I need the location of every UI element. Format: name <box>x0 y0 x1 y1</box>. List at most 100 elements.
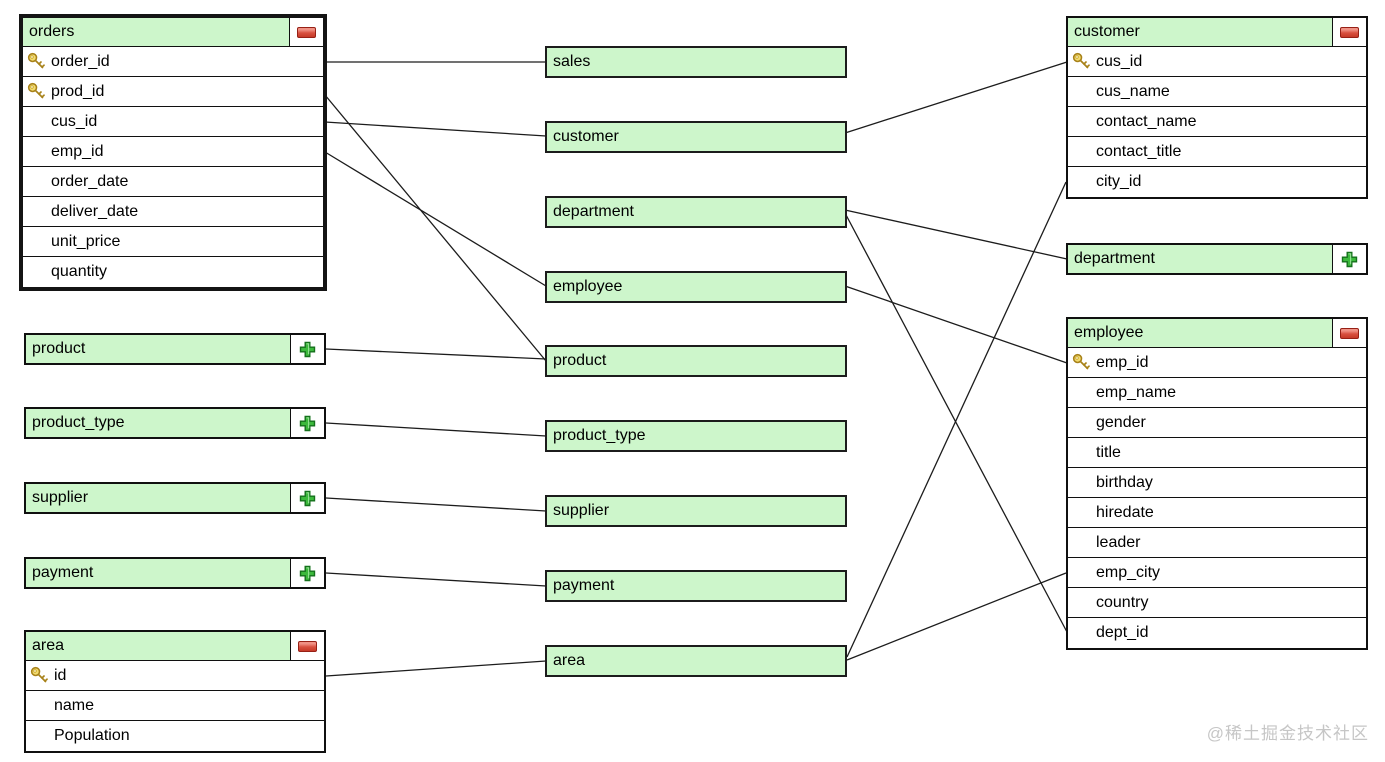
field-row-order_id[interactable]: order_id <box>23 47 323 77</box>
plus-icon <box>1341 251 1358 267</box>
table-title: department <box>1074 250 1155 267</box>
field-row-population[interactable]: Population <box>26 721 324 751</box>
table-area-header[interactable]: area <box>26 632 324 661</box>
primary-key-icon <box>27 82 45 99</box>
field-row-prod_id[interactable]: prod_id <box>23 77 323 107</box>
table-customer-header[interactable]: customer <box>1068 18 1366 47</box>
mid-table-sales[interactable]: sales <box>545 46 847 78</box>
field-row-title[interactable]: title <box>1068 438 1366 468</box>
mid-table-product-type[interactable]: product_type <box>545 420 847 452</box>
field-row-name[interactable]: name <box>26 691 324 721</box>
table-product-left[interactable]: product <box>24 333 326 365</box>
field-row-id[interactable]: id <box>26 661 324 691</box>
supplier-expand-button[interactable] <box>290 484 324 512</box>
employee-collapse-button[interactable] <box>1332 319 1366 347</box>
field-name: cus_id <box>1096 52 1143 70</box>
plus-icon <box>299 415 316 431</box>
field-row-emp_name[interactable]: emp_name <box>1068 378 1366 408</box>
product-expand-button[interactable] <box>290 335 324 363</box>
field-name: country <box>1096 593 1149 611</box>
mid-table-supplier[interactable]: supplier <box>545 495 847 527</box>
mid-table-label: product <box>553 352 607 369</box>
table-payment-header[interactable]: payment <box>26 559 324 587</box>
minus-icon <box>298 640 317 652</box>
mid-table-label: employee <box>553 278 623 295</box>
table-payment-left[interactable]: payment <box>24 557 326 589</box>
field-name: name <box>54 696 95 714</box>
table-supplier-header[interactable]: supplier <box>26 484 324 512</box>
field-name: cus_id <box>51 112 98 130</box>
field-row-gender[interactable]: gender <box>1068 408 1366 438</box>
field-name: emp_name <box>1096 383 1177 401</box>
field-name: birthday <box>1096 473 1153 491</box>
field-row-emp_city[interactable]: emp_city <box>1068 558 1366 588</box>
table-area-left[interactable]: area id name Population <box>24 630 326 753</box>
area-collapse-button[interactable] <box>290 632 324 660</box>
connection-line:mid.department->employee.dept_id <box>844 212 1068 633</box>
mid-table-label: department <box>553 203 634 220</box>
mid-table-label: customer <box>553 128 619 145</box>
table-orders[interactable]: orders order_id prod_id cus_id emp_id or… <box>19 14 327 291</box>
table-title: orders <box>29 23 75 40</box>
mid-table-label: product_type <box>553 427 646 444</box>
payment-expand-button[interactable] <box>290 559 324 587</box>
field-row-birthday[interactable]: birthday <box>1068 468 1366 498</box>
mid-table-label: area <box>553 652 586 669</box>
table-orders-header[interactable]: orders <box>23 18 323 47</box>
table-employee-header[interactable]: employee <box>1068 319 1366 348</box>
field-row-city_id[interactable]: city_id <box>1068 167 1366 197</box>
field-name: emp_city <box>1096 563 1161 581</box>
table-product-header[interactable]: product <box>26 335 324 363</box>
connection-line:customer.city_id->mid.area <box>846 181 1067 658</box>
customer-collapse-button[interactable] <box>1332 18 1366 46</box>
product-type-expand-button[interactable] <box>290 409 324 437</box>
table-product-type-left[interactable]: product_type <box>24 407 326 439</box>
field-row-emp_id[interactable]: emp_id <box>23 137 323 167</box>
mid-table-label: payment <box>553 577 615 594</box>
connection-line:product->mid.product <box>325 348 547 360</box>
field-row-cus_id[interactable]: cus_id <box>23 107 323 137</box>
field-row-contact_name[interactable]: contact_name <box>1068 107 1366 137</box>
table-department-header[interactable]: department <box>1068 245 1366 273</box>
mid-table-employee[interactable]: employee <box>545 271 847 303</box>
connection-line:orders.cus_id->mid.customer <box>324 121 547 137</box>
plus-icon <box>299 565 316 581</box>
mid-table-label: sales <box>553 53 591 70</box>
field-row-contact_title[interactable]: contact_title <box>1068 137 1366 167</box>
table-product-type-header[interactable]: product_type <box>26 409 324 437</box>
field-row-cus_name[interactable]: cus_name <box>1068 77 1366 107</box>
field-row-dept_id[interactable]: dept_id <box>1068 618 1366 648</box>
table-employee-right[interactable]: employee emp_id emp_name gender title bi… <box>1066 317 1368 650</box>
minus-icon <box>1340 327 1359 339</box>
table-customer-right[interactable]: customer cus_id cus_name contact_name co… <box>1066 16 1368 199</box>
department-expand-button[interactable] <box>1332 245 1366 273</box>
table-department-right[interactable]: department <box>1066 243 1368 275</box>
field-row-emp_id[interactable]: emp_id <box>1068 348 1366 378</box>
field-name: id <box>54 666 67 684</box>
minus-icon <box>1340 26 1359 38</box>
field-row-country[interactable]: country <box>1068 588 1366 618</box>
connection-line:product_type->mid.product_type <box>325 422 547 437</box>
field-row-unit_price[interactable]: unit_price <box>23 227 323 257</box>
field-row-hiredate[interactable]: hiredate <box>1068 498 1366 528</box>
field-row-order_date[interactable]: order_date <box>23 167 323 197</box>
connection-line:orders.prod_id->mid.product <box>324 94 547 362</box>
connection-line:supplier->mid.supplier <box>325 497 547 512</box>
field-name: quantity <box>51 263 108 280</box>
mid-table-product[interactable]: product <box>545 345 847 377</box>
connection-line:mid.area->employee.emp_city <box>846 572 1067 661</box>
connection-line:mid.customer->customer.cus_id <box>844 61 1068 134</box>
field-row-quantity[interactable]: quantity <box>23 257 323 287</box>
connection-line:mid.employee->employee.emp_id <box>844 285 1068 364</box>
field-row-cus_id[interactable]: cus_id <box>1068 47 1366 77</box>
mid-table-customer[interactable]: customer <box>545 121 847 153</box>
mid-table-area[interactable]: area <box>545 645 847 677</box>
field-name: order_id <box>51 52 110 70</box>
mid-table-payment[interactable]: payment <box>545 570 847 602</box>
mid-table-department[interactable]: department <box>545 196 847 228</box>
primary-key-icon <box>1072 353 1090 370</box>
field-row-leader[interactable]: leader <box>1068 528 1366 558</box>
field-row-deliver_date[interactable]: deliver_date <box>23 197 323 227</box>
orders-collapse-button[interactable] <box>289 18 323 46</box>
table-supplier-left[interactable]: supplier <box>24 482 326 514</box>
